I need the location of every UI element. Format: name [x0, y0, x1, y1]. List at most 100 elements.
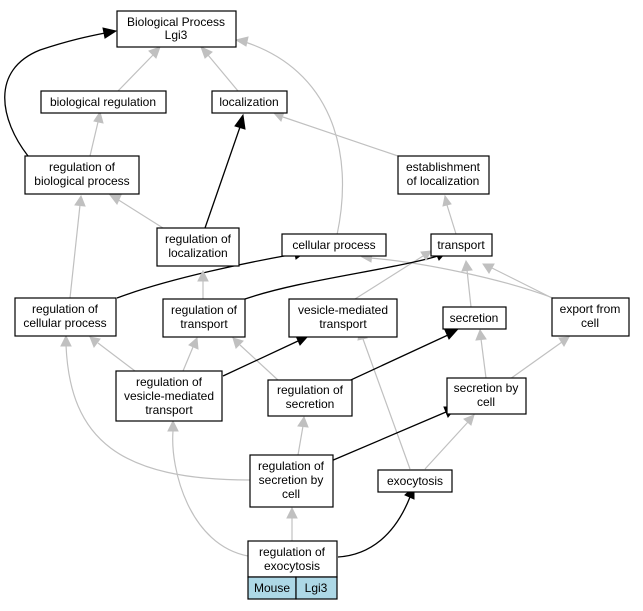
node-label: cell: [282, 487, 300, 501]
node-transport[interactable]: transport: [430, 233, 493, 257]
edge-rcp-rbp: [69, 204, 81, 299]
node-label: regulation of: [171, 303, 238, 317]
node-localization[interactable]: localization: [211, 90, 288, 114]
node-label: regulation of: [136, 375, 203, 389]
node-label: cellular process: [292, 238, 375, 252]
node-label: biological process: [34, 174, 129, 188]
edge-estab-loc: [282, 116, 399, 157]
node-label: regulation of: [165, 232, 232, 246]
edge-secbycell-export: [509, 341, 563, 380]
edge-loc-bp: [207, 54, 239, 92]
node-label: regulation of: [258, 459, 325, 473]
node-biological-regulation[interactable]: biological regulation: [40, 90, 167, 114]
edge-rbp-bp: [4, 32, 106, 157]
edges: [4, 32, 563, 558]
arrowhead: [93, 110, 104, 124]
node-label: secretion by: [454, 381, 519, 395]
arrowhead: [442, 194, 452, 207]
node-regulation-of-secretion[interactable]: regulation of secretion: [267, 379, 353, 417]
edge-rexo-rvmt: [172, 430, 249, 557]
arrowhead: [461, 259, 473, 272]
edge-secbycell-secretion: [480, 338, 487, 379]
node-regulation-of-vesicle-mediated-transport[interactable]: regulation of vesicle-mediated transport: [115, 370, 223, 422]
node-label: cell: [581, 316, 599, 330]
edge-export-transport: [491, 267, 555, 300]
edge-rvmt-vmt: [222, 340, 299, 377]
node-label: transport: [319, 317, 367, 331]
node-cellular-process[interactable]: cellular process: [281, 233, 387, 257]
arrowheads: [60, 27, 570, 519]
node-label: exocytosis: [264, 559, 320, 573]
node-label: regulation of: [49, 160, 116, 174]
node-label: localization: [219, 95, 278, 109]
arrowhead: [108, 194, 122, 205]
edge-breg-bp: [117, 54, 154, 92]
arrowhead: [482, 263, 495, 274]
node-exocytosis[interactable]: exocytosis: [377, 469, 453, 493]
arrowhead: [188, 336, 199, 350]
edge-cellproc-bp: [244, 41, 344, 236]
arrowhead: [420, 250, 432, 261]
edge-transport-estab: [446, 204, 457, 235]
node-regulation-of-biological-process[interactable]: regulation of biological process: [24, 155, 140, 195]
node-secretion[interactable]: secretion: [442, 306, 507, 330]
tag-gene-label: Lgi3: [305, 581, 328, 595]
arrowhead: [297, 415, 309, 428]
node-label: secretion by: [259, 473, 324, 487]
arrowhead: [234, 113, 246, 130]
arrowhead: [558, 336, 570, 347]
edge-rsec-secretion: [339, 334, 449, 386]
node-label: export from: [560, 302, 621, 316]
edge-rcp-cellproc: [116, 253, 296, 299]
node-vesicle-mediated-transport[interactable]: vesicle-mediated transport: [288, 298, 398, 338]
node-establishment-of-localization[interactable]: establishment of localization: [397, 155, 490, 195]
arrowhead: [74, 194, 86, 207]
tag-gene: [295, 576, 338, 600]
node-label: transport: [145, 403, 193, 417]
edge-exo-secbycell: [424, 421, 469, 470]
node-label: vesicle-mediated: [124, 389, 214, 403]
arrowhead: [232, 337, 244, 349]
node-label: regulation of: [277, 383, 344, 397]
node-regulation-of-exocytosis[interactable]: regulation of exocytosis Mouse Lgi3: [247, 540, 338, 600]
edge-rsec-rtrans: [239, 344, 280, 382]
node-secretion-by-cell[interactable]: secretion by cell: [446, 377, 527, 415]
edge-rloc-rbp: [116, 198, 164, 229]
node-label: Lgi3: [165, 28, 188, 42]
edge-rsbc-rcp: [65, 344, 251, 481]
node-label: regulation of: [259, 545, 326, 559]
node-label: transport: [437, 238, 485, 252]
tag-species-label: Mouse: [254, 581, 290, 595]
arrowhead: [167, 419, 179, 432]
edge-rtrans-transport: [244, 255, 439, 300]
edge-rvmt-rtrans: [182, 346, 194, 372]
node-export-from-cell[interactable]: export from cell: [551, 297, 630, 337]
node-biological-process[interactable]: Biological Process Lgi3: [116, 10, 237, 48]
node-regulation-of-localization[interactable]: regulation of localization: [156, 227, 240, 267]
node-label: localization: [168, 246, 227, 260]
arrowhead: [148, 46, 161, 59]
node-label: of localization: [407, 174, 480, 188]
arrowhead: [286, 506, 298, 519]
arrowhead: [200, 46, 213, 59]
arrowhead: [102, 27, 118, 39]
node-label: transport: [180, 317, 228, 331]
edge-secretion-transport: [466, 269, 472, 308]
node-regulation-of-secretion-by-cell[interactable]: regulation of secretion by cell: [249, 454, 334, 508]
node-regulation-of-transport[interactable]: regulation of transport: [162, 298, 246, 338]
arrowhead: [234, 36, 249, 47]
edge-rvmt-rcp: [97, 342, 136, 372]
node-label: establishment: [406, 160, 481, 174]
node-label: cell: [477, 395, 495, 409]
edge-rexo-exo: [337, 496, 411, 558]
node-regulation-of-cellular-process[interactable]: regulation of cellular process: [14, 297, 117, 337]
arrowhead: [444, 329, 459, 340]
node-label: exocytosis: [387, 474, 443, 488]
node-label: biological regulation: [50, 95, 156, 109]
node-label: cellular process: [23, 316, 106, 330]
arrowhead: [463, 414, 475, 426]
arrowhead: [60, 334, 72, 347]
node-label: Biological Process: [127, 15, 225, 29]
node-label: vesicle-mediated: [298, 303, 388, 317]
